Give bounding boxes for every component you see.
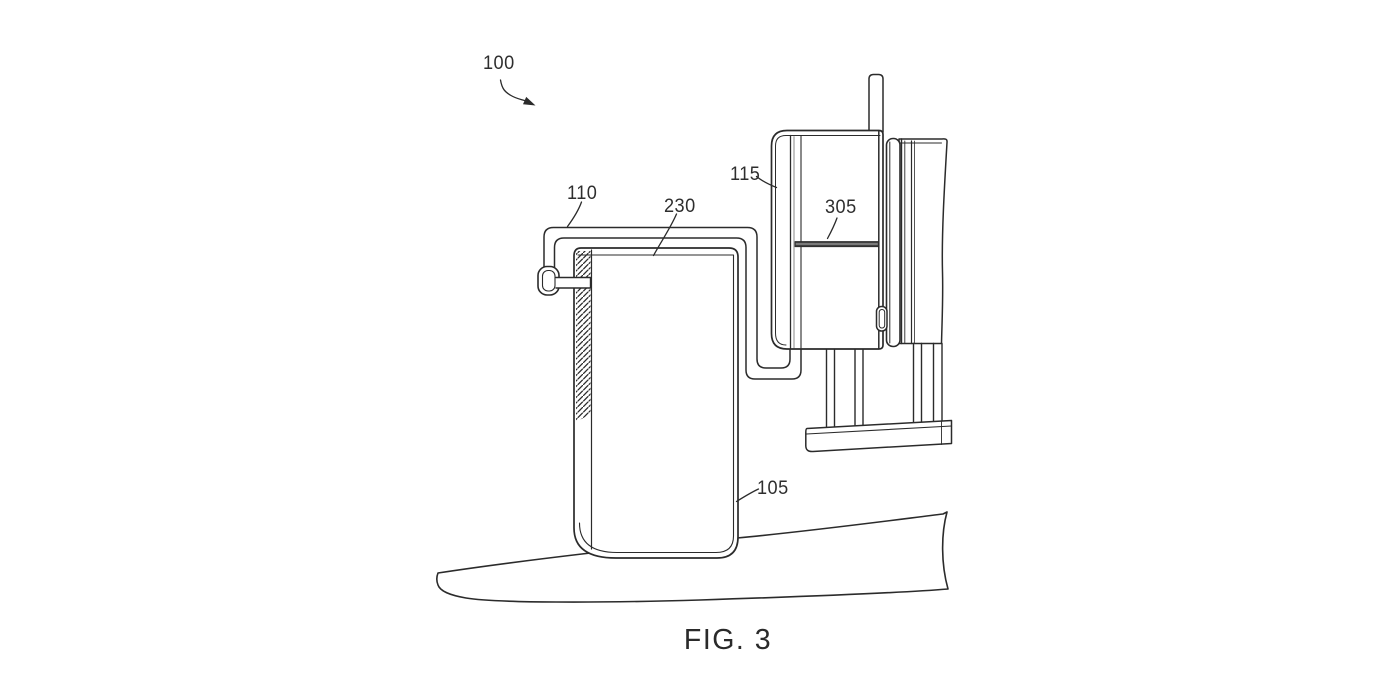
tank-inner-line	[577, 254, 735, 554]
vent-tube-wall-outer	[543, 226, 791, 369]
panel-slot	[875, 305, 888, 332]
ref-numeral-105: 105	[757, 477, 789, 499]
bracket-strip	[885, 137, 901, 348]
front-panel-left-inner-line	[775, 135, 787, 346]
base-sill-top-face-line	[805, 425, 953, 435]
front-panel	[770, 129, 884, 350]
leader-230	[652, 213, 678, 257]
stub-pipe-fill	[556, 278, 591, 288]
rear-panel	[898, 138, 948, 345]
tank-hatch-band	[576, 251, 591, 422]
ref-numeral-305: 305	[825, 196, 857, 218]
figure-caption: FIG. 3	[683, 624, 773, 656]
ref-numeral-115: 115	[730, 163, 761, 185]
leader-100	[499, 79, 526, 102]
ref-numeral-100: 100	[483, 52, 515, 74]
leader-115	[755, 175, 778, 189]
base-sill	[805, 419, 953, 453]
stub-pipe	[555, 276, 592, 289]
leader-110	[566, 201, 583, 228]
vent-tube-wall-inner	[553, 237, 802, 380]
leader-100-arrowhead	[523, 96, 536, 106]
mounting-post	[868, 73, 884, 133]
leader-305	[826, 217, 838, 240]
panel-slot-inner	[878, 309, 886, 329]
ref-numeral-110: 110	[567, 182, 598, 204]
leader-105	[735, 488, 760, 503]
ref-numeral-230: 230	[664, 195, 696, 217]
support-legs	[825, 342, 943, 430]
tube-fitting-inner	[541, 269, 556, 292]
tank-outline	[573, 247, 739, 559]
